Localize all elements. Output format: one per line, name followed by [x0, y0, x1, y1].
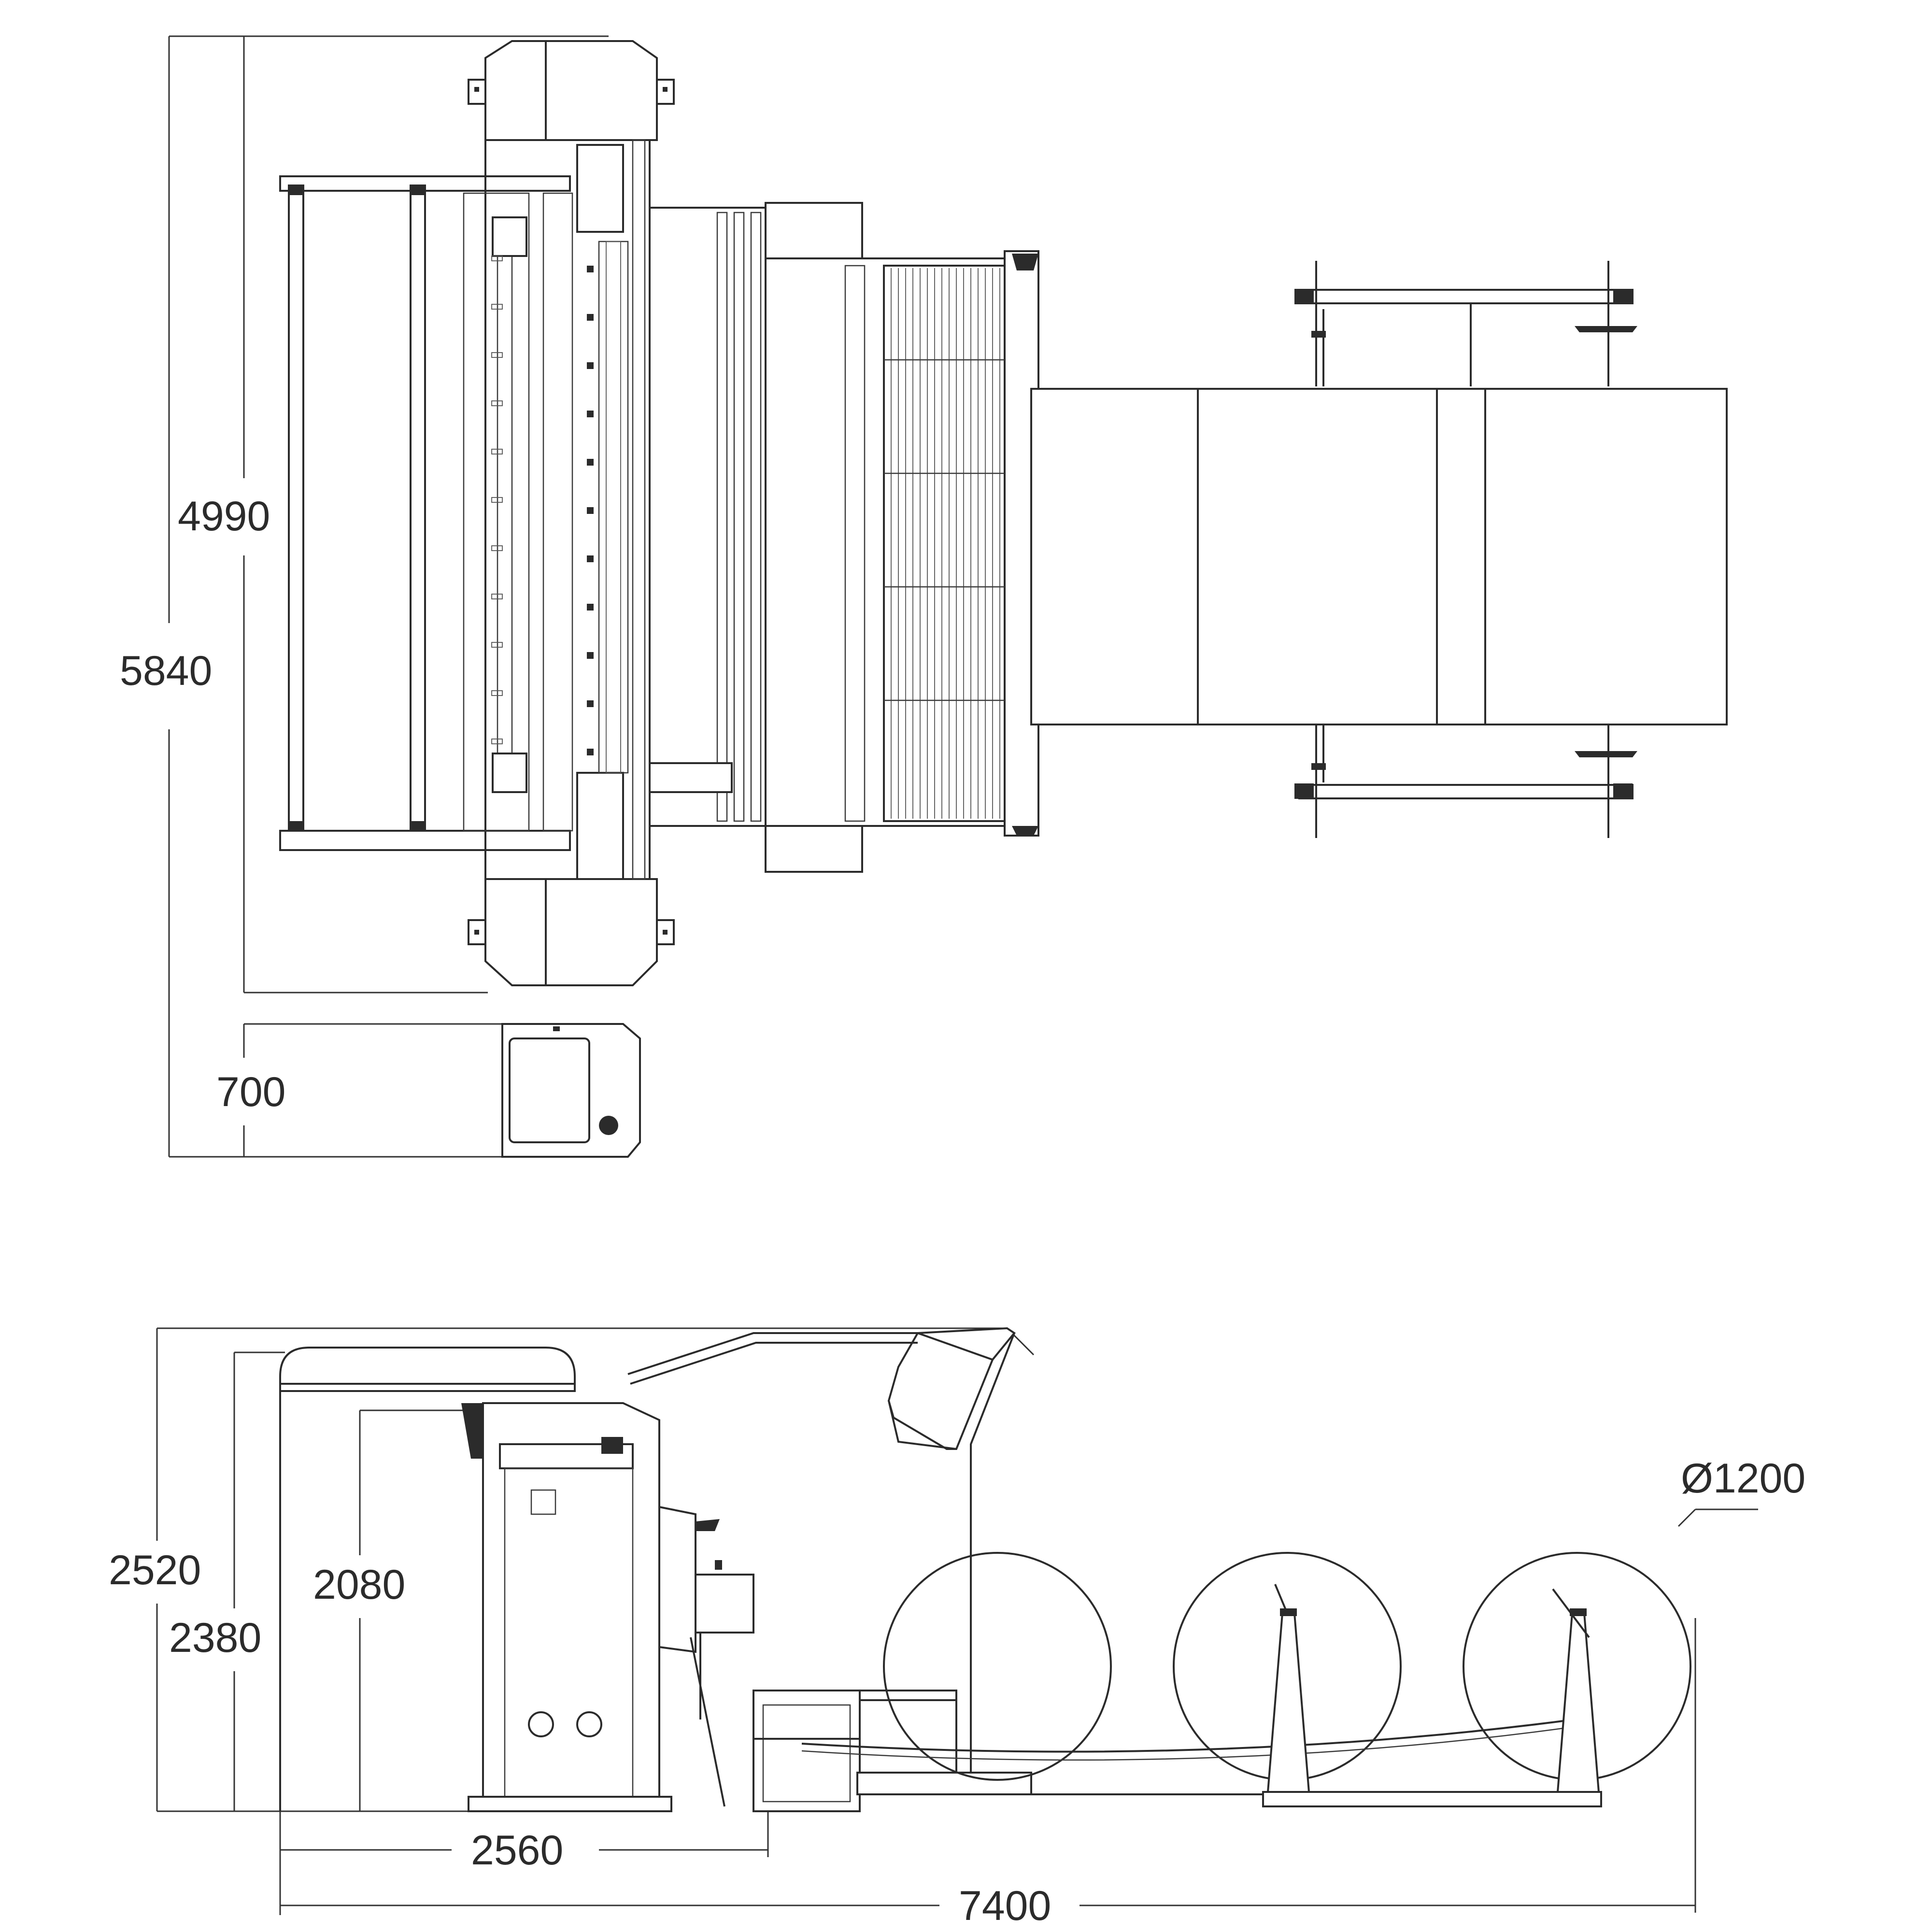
inclined-feeder — [690, 1560, 754, 1807]
rack-bolt — [587, 411, 594, 417]
rack-tooth — [491, 449, 503, 455]
rack-bolt — [587, 314, 594, 321]
rack-bolt — [587, 266, 594, 272]
main-machine-body — [463, 139, 651, 880]
rear-hood-frame — [279, 1347, 576, 1811]
side-dimension-lines — [156, 1327, 1758, 1915]
plan-view: 5840 4990 700 — [120, 35, 1728, 1158]
top-guide-rail — [627, 1327, 1016, 1782]
control-panel-plan — [501, 1023, 641, 1158]
output-table — [1030, 388, 1728, 725]
rack-bolt — [587, 700, 594, 707]
dim-frame-height: 2380 — [169, 1615, 261, 1661]
rack-tooth — [491, 352, 503, 358]
rack-bolt — [587, 507, 594, 514]
dim-roll-diameter: Ø1200 — [1681, 1455, 1805, 1502]
grill-slats — [884, 268, 1005, 819]
rack-bolt — [587, 362, 594, 369]
roll-1 — [883, 1552, 1112, 1781]
lower-drive-housing — [468, 878, 675, 986]
dim-machine-height: 4990 — [178, 493, 270, 540]
rack-bolt — [587, 459, 594, 466]
rack-tooth — [491, 304, 503, 310]
winder-stands — [1262, 1584, 1602, 1807]
rack-bolt — [587, 604, 594, 611]
side-view: 2520 2380 2080 2560 7400 Ø1200 — [109, 1327, 1805, 1929]
rack-bolt — [587, 749, 594, 755]
rack-tooth — [491, 545, 503, 551]
dim-total-length: 7400 — [959, 1883, 1051, 1929]
rack-tooth — [491, 256, 503, 261]
middle-conveyor-section — [649, 202, 1039, 873]
rack-bolt — [587, 652, 594, 659]
rack-tooth — [491, 400, 503, 406]
base-frame — [753, 1690, 1589, 1812]
rack-tooth — [491, 642, 503, 648]
rack-bolt — [587, 555, 594, 562]
dim-base-length: 2560 — [471, 1827, 563, 1874]
winder-frame-top — [1294, 261, 1637, 386]
rack-tooth — [491, 739, 503, 744]
rack-tooth — [491, 497, 503, 503]
main-cabinet-side — [461, 1402, 720, 1812]
upper-drive-housing — [468, 40, 675, 141]
winder-frame-bottom — [1294, 724, 1637, 838]
plan-dimension-lines — [168, 35, 609, 1158]
dim-panel-depth: 700 — [216, 1069, 286, 1115]
dim-cabinet-height: 2080 — [313, 1562, 405, 1608]
dim-total-height: 5840 — [120, 648, 212, 694]
rack-tooth — [491, 690, 503, 696]
dim-overall-height: 2520 — [109, 1547, 201, 1593]
rack-tooth — [491, 594, 503, 599]
feed-roller-frame — [279, 175, 571, 851]
cutter-rack — [491, 256, 594, 755]
